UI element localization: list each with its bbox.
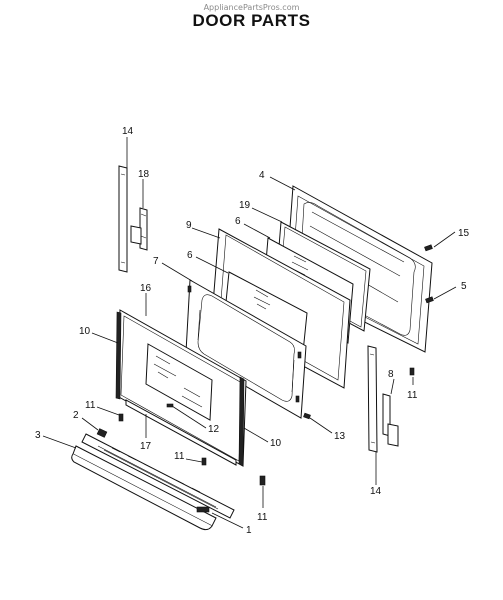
callout-7: 7 xyxy=(153,256,159,267)
callout-14-bottom: 14 xyxy=(370,486,382,497)
door-handle xyxy=(71,433,235,531)
leader-lines xyxy=(42,137,457,529)
callout-labels: 14 18 4 19 9 6 15 7 6 5 16 10 8 11 11 2 … xyxy=(35,126,470,536)
callout-6-lower: 6 xyxy=(187,250,193,261)
callout-17: 17 xyxy=(140,441,152,452)
callout-12: 12 xyxy=(208,424,220,435)
callout-15: 15 xyxy=(458,228,470,239)
watermark-text: AppliancePartsPros.com xyxy=(203,3,300,12)
callout-14-top: 14 xyxy=(122,126,134,137)
hinge xyxy=(130,207,148,251)
callout-9: 9 xyxy=(186,220,192,231)
callout-5: 5 xyxy=(461,281,467,292)
door-liner xyxy=(185,279,307,419)
callout-4: 4 xyxy=(259,170,265,181)
callout-19: 19 xyxy=(239,200,251,211)
clip xyxy=(166,403,174,408)
callout-13: 13 xyxy=(334,431,346,442)
screws xyxy=(118,244,434,486)
callout-11-lower: 11 xyxy=(257,512,268,523)
side-trim-left xyxy=(115,311,122,400)
handle-screw xyxy=(96,428,108,438)
callout-6-upper: 6 xyxy=(235,216,241,227)
callout-11-left: 11 xyxy=(85,400,96,411)
callout-3: 3 xyxy=(35,430,41,441)
callout-11-bottom: 11 xyxy=(174,451,185,462)
callout-16: 16 xyxy=(140,283,152,294)
callout-1: 1 xyxy=(246,525,252,536)
side-trim-right xyxy=(238,376,245,467)
callout-2: 2 xyxy=(73,410,79,421)
callout-18: 18 xyxy=(138,169,150,180)
callout-11-right: 11 xyxy=(407,390,418,401)
page-title: DOOR PARTS xyxy=(192,11,311,30)
hinge-channel-right xyxy=(367,345,378,453)
callout-10-left: 10 xyxy=(79,326,91,337)
bottom-trim xyxy=(125,399,237,466)
hinge-channel-left xyxy=(118,165,128,273)
callout-10-right: 10 xyxy=(270,438,282,449)
hinge-right xyxy=(382,393,399,447)
callout-8: 8 xyxy=(388,369,394,380)
